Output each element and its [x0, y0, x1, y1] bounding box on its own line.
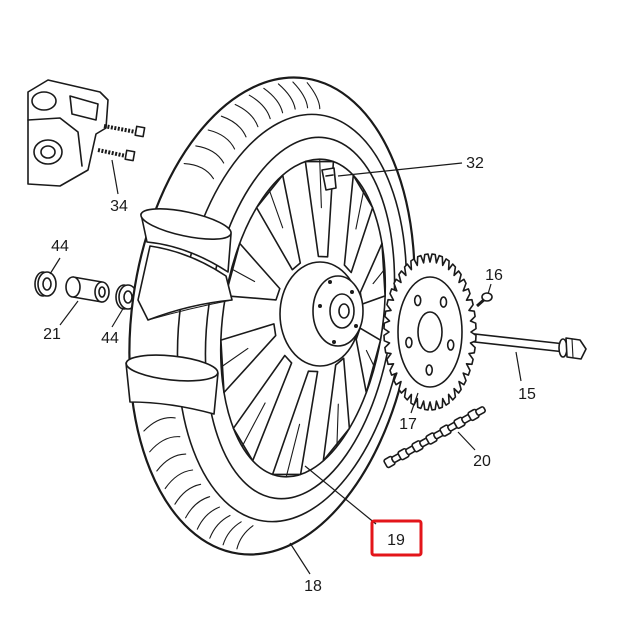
tread-groove: [156, 453, 187, 472]
callouts: 32 16 44 21 44 34 15 17 20 19 18: [43, 155, 536, 595]
tread-groove: [185, 496, 211, 519]
sprocket-hole: [446, 339, 455, 351]
leader-lines: [49, 159, 522, 575]
leader-21: [59, 300, 79, 326]
callout-32[interactable]: 32: [466, 155, 484, 172]
brake-caliper: [27, 79, 109, 187]
spoke-split-line: [230, 268, 256, 283]
tread-groove: [236, 525, 254, 550]
callout-21[interactable]: 21: [43, 326, 61, 343]
tread-groove: [195, 145, 225, 164]
sprocket-hole: [425, 364, 434, 376]
tire-tread-pattern: [143, 81, 321, 550]
leader-17: [410, 392, 419, 414]
spoke-split-line: [365, 349, 376, 368]
spoke-split-line: [241, 402, 266, 448]
leader-34: [111, 159, 119, 195]
spoke-split-line: [355, 188, 365, 230]
spoke: [224, 242, 281, 301]
tread-groove: [306, 82, 321, 110]
rear-sprocket: [383, 253, 477, 411]
leader-20: [457, 431, 476, 451]
spoke-split-line: [336, 403, 339, 448]
wheel-hub: [279, 261, 364, 367]
tread-groove: [149, 436, 181, 453]
callout-17[interactable]: 17: [399, 416, 417, 433]
tread-groove: [277, 83, 296, 110]
chain-link: [475, 406, 486, 416]
tread-groove: [209, 514, 231, 539]
callout-15[interactable]: 15: [518, 386, 536, 403]
spoke-split-line: [285, 423, 301, 478]
spoke-split-line: [372, 268, 386, 285]
tire-valve: [321, 167, 337, 191]
tire-section-lower: [125, 354, 219, 415]
callout-44-right[interactable]: 44: [101, 330, 119, 347]
wheel-spacer: [65, 276, 110, 303]
caliper-screws: [97, 124, 146, 162]
spoke: [343, 174, 374, 274]
tire-section-middle: [137, 245, 233, 321]
spoke: [355, 327, 382, 394]
spoke: [255, 174, 302, 271]
sprocket-bolt: [476, 292, 493, 308]
spoke-split-line: [319, 158, 322, 209]
spoke: [322, 357, 351, 462]
callout-34[interactable]: 34: [110, 198, 128, 215]
sprocket-hole: [439, 296, 448, 308]
sprocket-lightening-holes: [405, 294, 455, 376]
leader-44-left: [49, 257, 61, 275]
spoke-split-line: [268, 188, 284, 229]
callout-44-left[interactable]: 44: [51, 238, 69, 255]
sprocket-hole: [405, 336, 413, 349]
tread-groove: [222, 521, 242, 546]
callout-16[interactable]: 16: [485, 267, 503, 284]
tread-groove: [196, 506, 220, 530]
drive-chain: [383, 406, 486, 469]
leader-44-right: [111, 306, 125, 328]
leader-18: [289, 542, 311, 575]
callout-19[interactable]: 19: [387, 532, 405, 549]
callout-18[interactable]: 18: [304, 578, 322, 595]
tread-groove: [220, 115, 247, 138]
wheel-spokes: [220, 158, 386, 478]
leader-15: [515, 351, 522, 382]
tread-groove: [248, 94, 271, 120]
spoke-split-line: [220, 347, 249, 368]
tread-groove: [164, 469, 194, 490]
tire-section-upper: [140, 208, 232, 273]
leader-16: [487, 283, 492, 295]
tread-groove: [292, 81, 309, 109]
tread-groove: [183, 163, 215, 180]
leader-32: [337, 162, 463, 177]
tread-groove: [263, 87, 284, 114]
leader-19: [304, 465, 377, 525]
tread-groove: [234, 103, 259, 128]
tread-groove: [143, 417, 176, 432]
washer-left: [34, 271, 57, 297]
tread-groove: [174, 483, 202, 505]
selected-callout-highlight: [370, 519, 423, 557]
spoke: [220, 323, 277, 394]
spoke: [271, 370, 319, 476]
tread-groove: [207, 129, 236, 150]
callout-20[interactable]: 20: [473, 453, 491, 470]
sprocket-hole: [413, 294, 422, 307]
